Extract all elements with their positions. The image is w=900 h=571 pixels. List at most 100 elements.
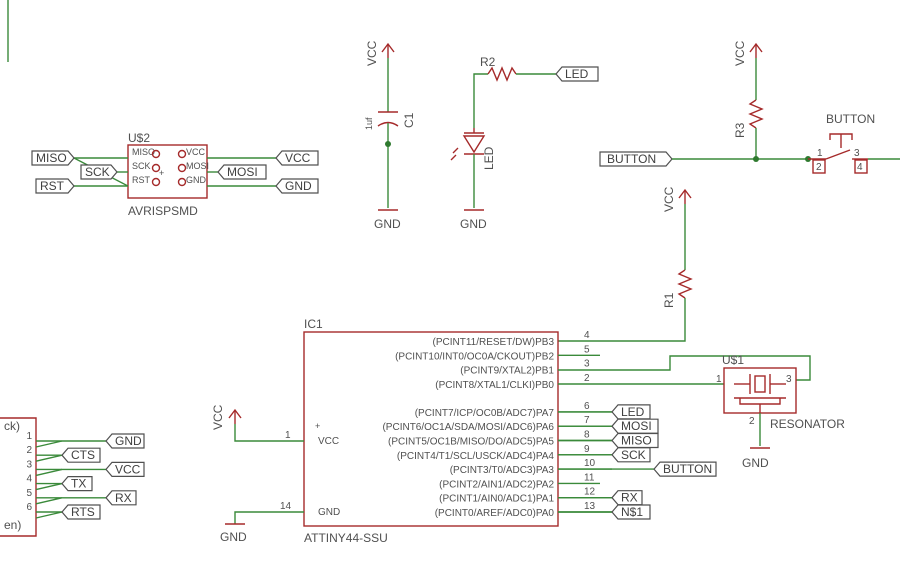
ic-vcc-pin: VCC [318, 436, 339, 447]
resonator-ref: U$1 [722, 353, 744, 367]
ic-pin-num: 11 [584, 472, 595, 483]
ic-name: ATTINY44-SSU [304, 531, 388, 545]
r1-ref: R1 [662, 292, 676, 308]
led-ref: LED [482, 146, 496, 170]
net-label-cts [61, 447, 101, 463]
ic-ref: IC1 [304, 317, 323, 331]
ftdi-pin-num: 3 [26, 459, 32, 470]
net-label-tx [61, 476, 93, 492]
svg-text:GND: GND [285, 179, 312, 193]
svg-text:RST: RST [40, 179, 65, 193]
net-label-led [611, 404, 651, 420]
resonator-pin: 1 [716, 374, 722, 385]
isp-header[interactable]: U$2 AVRISPSMD MISO SCK RST VCC MOSI GND … [127, 131, 209, 218]
cap-ref: C1 [402, 112, 416, 128]
isp-ref: U$2 [128, 131, 150, 145]
ic-pin-label: (PCINT5/OC1B/MISO/DO/ADC5)PA5 [388, 437, 554, 448]
net-label-text: CTS [71, 448, 95, 462]
button-pin: 3 [854, 148, 860, 159]
ftdi-pin-num: 2 [26, 445, 32, 456]
ic-pin-num: 12 [584, 487, 596, 498]
button-pin: 2 [816, 162, 822, 173]
net-label-gnd: GND [275, 178, 319, 194]
ic-pin-num: 9 [584, 444, 590, 455]
ftdi-partial-label: en) [4, 518, 21, 532]
r2-ref: R2 [480, 55, 496, 69]
svg-text:VCC: VCC [733, 40, 747, 66]
button-pin: 1 [817, 148, 823, 159]
net-label-text: VCC [115, 462, 141, 476]
ftdi-pin-num: 5 [26, 488, 32, 499]
resistor-r2[interactable]: R2 [480, 55, 517, 82]
net-label-text: MISO [621, 434, 652, 448]
svg-text:VCC: VCC [365, 40, 379, 66]
ic-pin-label: (PCINT10/INT0/OC0A/CKOUT)PB2 [395, 351, 554, 362]
isp-pin-label: GND [186, 175, 207, 185]
ic-gnd-pin: GND [318, 507, 340, 518]
net-label-text: BUTTON [663, 462, 712, 476]
vcc-symbol: VCC [662, 186, 692, 212]
ftdi-pin-num: 4 [26, 474, 32, 485]
capacitor-c1[interactable]: 1uf C1 [364, 111, 416, 130]
svg-text:GND: GND [742, 456, 769, 470]
vcc-symbol: VCC [365, 40, 395, 66]
ic-pin-label: (PCINT7/ICP/OC0B/ADC7)PA7 [415, 408, 555, 419]
ic-pin-num: 1 [285, 430, 291, 441]
net-label-text: TX [71, 477, 86, 491]
ic-pin-num: 7 [584, 415, 590, 426]
net-label-text: LED [621, 405, 645, 419]
ic-plus: + [315, 421, 320, 431]
ic-pin-num: 3 [584, 359, 590, 370]
ic-attiny44[interactable]: IC1 ATTINY44-SSU + VCC GND 1 14 (PCINT11… [280, 317, 717, 545]
ic-pin-num: 13 [584, 501, 596, 512]
pushbutton[interactable]: BUTTON 1 2 3 4 [808, 112, 875, 174]
svg-text:GND: GND [374, 217, 401, 231]
led-diode[interactable]: LED [450, 128, 496, 170]
svg-text:MOSI: MOSI [227, 165, 258, 179]
ic-pin-label: (PCINT6/OC1A/SDA/MOSI/ADC6)PA6 [382, 422, 554, 433]
net-label-miso: MISO [31, 150, 75, 166]
ic-pin-label: (PCINT4/T1/SCL/USCK/ADC4)PA4 [397, 451, 555, 462]
net-label-led: LED [555, 66, 599, 82]
r3-ref: R3 [733, 122, 747, 138]
ic-pin-label: (PCINT8/XTAL1/CLKI)PB0 [435, 380, 554, 391]
net-label-vcc [105, 461, 145, 477]
resistor-r3[interactable]: R3 [733, 99, 764, 138]
button-pin: 4 [857, 162, 863, 173]
gnd-symbol: GND [220, 523, 247, 544]
ic-pin-label: (PCINT3/T0/ADC3)PA3 [450, 465, 555, 476]
net-label-miso [611, 432, 659, 449]
ic-pin-num: 6 [584, 401, 590, 412]
resistor-r1[interactable]: R1 [662, 269, 693, 308]
svg-text:BUTTON: BUTTON [607, 152, 656, 166]
ic-pin-label: (PCINT11/RESET/DW)PB3 [433, 337, 555, 348]
net-label-rst: RST [35, 178, 75, 194]
resonator[interactable]: U$1 RESONATOR 1 2 3 [716, 353, 845, 431]
net-label-text: SCK [621, 448, 646, 462]
svg-text:VCC: VCC [211, 404, 225, 430]
net-label-button: BUTTON [599, 151, 673, 167]
net-label-vcc: VCC [275, 150, 319, 166]
ftdi-pin-num: 1 [26, 431, 32, 442]
svg-text:GND: GND [460, 217, 487, 231]
resonator-pin: 3 [786, 374, 792, 385]
net-label-rx [611, 490, 643, 506]
net-label-button [653, 461, 717, 477]
ic-pin-label: (PCINT0/AREF/ADC0)PA0 [435, 508, 555, 519]
svg-text:MISO: MISO [36, 151, 67, 165]
ftdi-pin-num: 6 [26, 502, 32, 513]
net-label-text: N$1 [621, 505, 643, 519]
net-label-text: RTS [71, 505, 95, 519]
ic-pin-label: (PCINT9/XTAL2)PB1 [460, 366, 554, 377]
isp-pin-label: RST [132, 175, 151, 185]
isp-pin-label: MOSI [186, 161, 209, 171]
net-label-text: RX [621, 491, 638, 505]
isp-pin-label: VCC [186, 147, 206, 157]
net-label-n1 [611, 504, 651, 520]
ic-pin-num: 5 [584, 344, 590, 355]
net-label-rx [105, 490, 137, 506]
vcc-symbol: VCC [211, 404, 242, 430]
svg-text:LED: LED [565, 67, 589, 81]
